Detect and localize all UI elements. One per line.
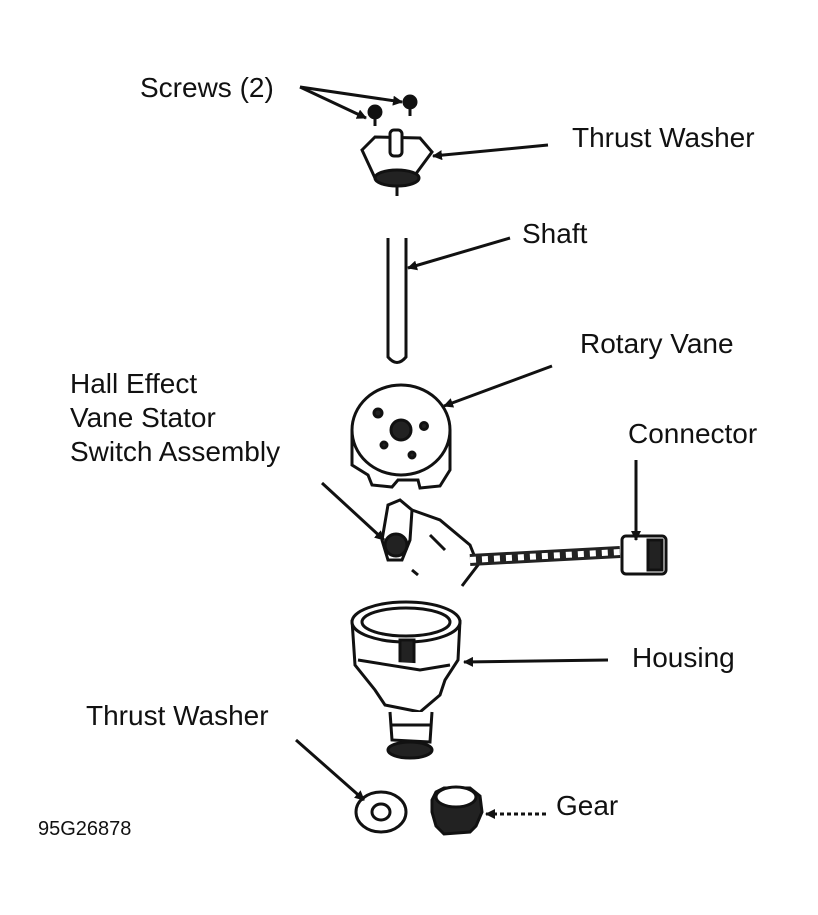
hall-effect-label-line3: Switch Assembly	[70, 436, 281, 467]
rotary-vane-arrow	[443, 364, 553, 408]
housing-label: Housing	[632, 642, 735, 673]
housing-arrow	[463, 656, 609, 667]
screw-parts	[367, 94, 418, 126]
hall-effect-label-line1: Hall Effect	[70, 368, 198, 399]
hall-switch-arrow	[320, 481, 386, 542]
gear-label: Gear	[556, 790, 619, 821]
screws-arrow-right	[299, 85, 403, 106]
thrust-washer-bottom-part	[354, 790, 408, 834]
shaft-arrow	[407, 236, 511, 271]
thrust-washer-bottom-label: Thrust Washer	[86, 700, 269, 731]
figure-code: 95G26878	[38, 818, 132, 840]
shaft-part	[386, 238, 408, 364]
thrust-washer-bottom-arrow	[295, 738, 365, 802]
rotary-vane-label: Rotary Vane	[580, 328, 734, 359]
connector-wire-part	[469, 534, 668, 576]
screws-label: Screws (2)	[140, 72, 274, 103]
connector-label: Connector	[628, 418, 758, 449]
gear-part	[430, 785, 484, 836]
leader-arrows	[295, 85, 641, 819]
housing-part	[350, 600, 462, 760]
screws-arrow-left	[299, 85, 367, 120]
rotary-vane-part	[350, 383, 452, 490]
thrust-washer-top-label: Thrust Washer	[572, 122, 755, 153]
hall-effect-label-line2: Vane Stator	[70, 402, 216, 433]
shaft-label: Shaft	[522, 218, 588, 249]
thrust-washer-top-arrow	[432, 143, 549, 161]
thrust-washer-top-part	[360, 128, 434, 196]
hall-switch-part	[380, 498, 480, 587]
